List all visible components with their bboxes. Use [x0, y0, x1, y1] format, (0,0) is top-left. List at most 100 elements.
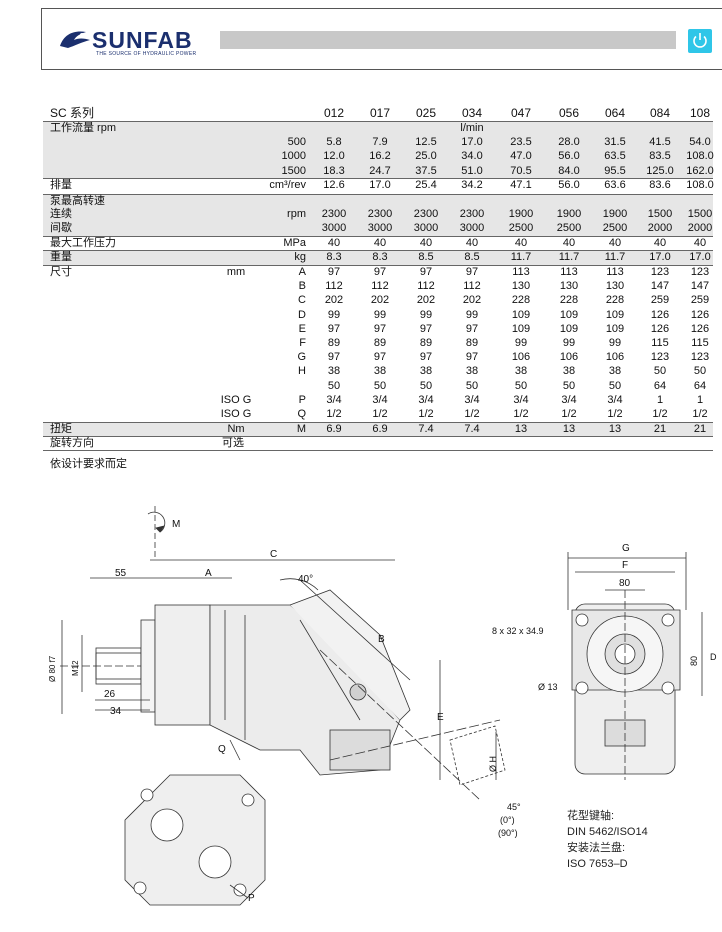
table-cell: 1/2 — [561, 408, 577, 420]
table-cell: 97 — [373, 323, 387, 335]
table-cell: 21 — [653, 423, 667, 435]
table-cell: 2500 — [508, 222, 534, 234]
table-cell: 40 — [653, 237, 667, 249]
table-cell: 97 — [465, 266, 479, 278]
table-cell: 126 — [650, 323, 670, 335]
table-cell: 97 — [327, 266, 341, 278]
table-cell: 54.0 — [689, 136, 711, 148]
table-rule — [43, 422, 713, 423]
row-unit: 1000 — [281, 150, 306, 162]
table-cell: 228 — [605, 294, 625, 306]
table-cell: 40 — [608, 237, 622, 249]
table-cell: 108.0 — [686, 150, 714, 162]
table-cell: 3/4 — [464, 394, 480, 406]
table-cell: 115 — [691, 337, 709, 349]
row-label: 旋转方向 — [50, 437, 94, 449]
table-cell: 1/2 — [326, 408, 342, 420]
table-cell: 38 — [373, 365, 387, 377]
table-cell: 50 — [465, 380, 479, 392]
table-cell: 259 — [650, 294, 670, 306]
table-cell: 1500 — [687, 208, 713, 220]
footnote: 依设计要求而定 — [50, 458, 127, 470]
label-0: (0°) — [500, 815, 515, 825]
table-cell: 50 — [373, 380, 387, 392]
table-cell: 3/4 — [513, 394, 529, 406]
model-header-012: 012 — [323, 106, 345, 120]
table-cell: 8.5 — [464, 251, 480, 263]
table-cell: 12.5 — [415, 136, 437, 148]
label-g: G — [622, 543, 630, 554]
label-a: A — [205, 568, 212, 579]
table-cell: 126 — [690, 309, 710, 321]
table-cell: 63.6 — [604, 179, 626, 191]
note-line: 安装法兰盘: — [567, 842, 626, 854]
row-unit: MPa — [283, 237, 306, 249]
table-cell: 99 — [562, 337, 576, 349]
table-cell: 7.4 — [464, 423, 480, 435]
table-cell: 23.5 — [510, 136, 532, 148]
table-cell: 3000 — [321, 222, 347, 234]
row-unit: A — [298, 266, 306, 278]
table-cell: 109 — [511, 309, 531, 321]
label-90: (90°) — [498, 828, 518, 838]
label-m12: M12 — [71, 660, 80, 676]
table-cell: 106 — [559, 351, 579, 363]
row-sub: mm — [226, 266, 246, 278]
model-header-108: 108 — [689, 106, 711, 120]
row-unit: M — [296, 423, 306, 435]
table-cell: 106 — [511, 351, 531, 363]
table-cell: 40 — [693, 237, 707, 249]
table-cell: 89 — [373, 337, 387, 349]
table-cell: 51.0 — [461, 165, 483, 177]
brand-name: SUNFAB — [92, 27, 193, 53]
table-cell: 56.0 — [558, 179, 580, 191]
table-cell: 1/2 — [692, 408, 708, 420]
table-cell: 1 — [696, 394, 704, 406]
table-cell: 47.0 — [510, 150, 532, 162]
table-cell: 202 — [370, 294, 390, 306]
table-cell: 8.3 — [372, 251, 388, 263]
table-cell: 50 — [608, 380, 622, 392]
row-unit: kg — [294, 251, 306, 263]
table-cell: 13 — [514, 423, 528, 435]
model-header-025: 025 — [415, 106, 437, 120]
table-cell: 17.0 — [461, 136, 483, 148]
table-row-bg — [43, 423, 713, 437]
table-cell: 13 — [562, 423, 576, 435]
table-cell: 109 — [605, 323, 625, 335]
sunfab-logo-icon — [60, 31, 90, 48]
table-cell: 1/2 — [418, 408, 434, 420]
row-unit: H — [298, 365, 306, 377]
table-rule — [43, 236, 713, 237]
label-m: M — [172, 519, 180, 530]
row-label: 重量 — [50, 251, 72, 263]
table-cell: 99 — [327, 309, 341, 321]
power-button[interactable] — [688, 29, 712, 53]
row-unit: B — [298, 280, 306, 292]
table-cell: 112 — [371, 280, 389, 292]
row-label: 扭矩 — [50, 423, 72, 435]
label-45: 45° — [507, 802, 521, 812]
table-cell: 28.0 — [558, 136, 580, 148]
table-cell: 2300 — [459, 208, 485, 220]
table-cell: 1900 — [602, 208, 628, 220]
table-cell: 112 — [463, 280, 481, 292]
table-cell: 123 — [650, 351, 670, 363]
table-cell: 40 — [562, 237, 576, 249]
table-row-bg — [43, 136, 713, 150]
label-p: P — [248, 893, 255, 904]
table-cell: 12.0 — [323, 150, 345, 162]
row-unit: E — [298, 323, 306, 335]
row-label: 泵最高转速 — [50, 195, 105, 207]
table-cell: 83.5 — [649, 150, 671, 162]
table-cell: 97 — [327, 323, 341, 335]
table-cell: 21 — [693, 423, 707, 435]
table-cell: 115 — [651, 337, 669, 349]
row-sub: ISO G — [220, 394, 252, 406]
label-c: C — [270, 549, 277, 560]
table-cell: 31.5 — [604, 136, 626, 148]
table-cell: 113 — [606, 266, 624, 278]
table-cell: 3000 — [459, 222, 485, 234]
table-cell: 106 — [605, 351, 625, 363]
table-cell: 13 — [608, 423, 622, 435]
